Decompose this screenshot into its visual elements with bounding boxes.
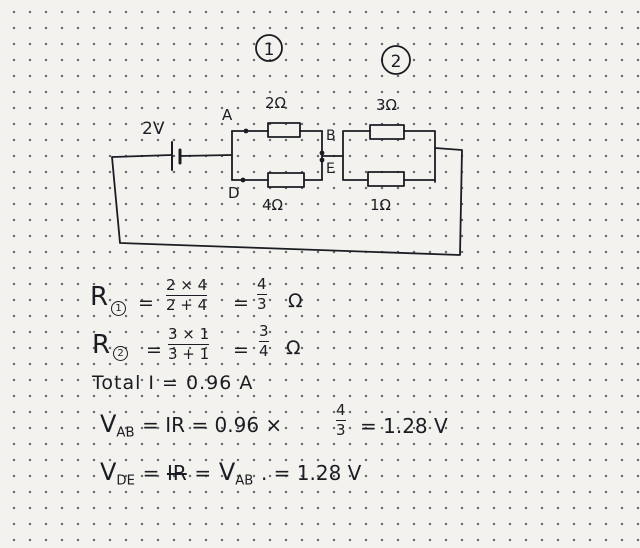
section-label-1: 1 bbox=[264, 40, 275, 60]
battery-wire bbox=[179, 154, 233, 157]
node-e-label: E bbox=[326, 161, 335, 177]
node-a-label: A bbox=[222, 106, 233, 124]
r1-result-numerator: 4 bbox=[257, 275, 267, 293]
node-d-label: D bbox=[228, 184, 240, 202]
node-b-label: B bbox=[326, 128, 336, 144]
vde-line: VDE = IR = VAB . = 1.28 V bbox=[100, 458, 361, 489]
r2-equals-2: = bbox=[233, 339, 249, 361]
vde-v-symbol: V bbox=[218, 458, 236, 486]
vde-equals-2: = bbox=[194, 461, 212, 485]
resistor-2-ohm-label: 2Ω bbox=[265, 94, 286, 112]
vab-line: VAB = IR = 0.96 × bbox=[100, 410, 282, 441]
r1-result-fraction: 4 3 bbox=[257, 276, 267, 312]
r1-fraction: 2 × 4 2 + 4 bbox=[166, 276, 208, 314]
vab-fraction: 4 3 bbox=[336, 402, 346, 438]
node-b-dot bbox=[319, 150, 325, 156]
resistor-4-ohm bbox=[267, 172, 305, 188]
block-2-wires bbox=[342, 130, 436, 183]
node-a-dot bbox=[243, 128, 249, 134]
vab-symbol: V bbox=[100, 410, 117, 438]
vab-subscript: AB bbox=[116, 425, 135, 441]
r1-symbol: R bbox=[90, 282, 109, 312]
r1-equals: = bbox=[138, 292, 154, 314]
r2-result-numerator: 3 bbox=[259, 322, 269, 340]
vde-symbol: V bbox=[100, 458, 117, 486]
resistor-1-ohm bbox=[367, 171, 405, 187]
r1-unit: Ω bbox=[288, 290, 303, 312]
r2-denominator: 3 + 1 bbox=[168, 344, 210, 363]
vab-expression-right: = 1.28 V bbox=[360, 414, 448, 438]
section-label-2: 2 bbox=[391, 52, 402, 72]
r1-equals-2: = bbox=[233, 292, 249, 314]
outer-wire bbox=[111, 147, 463, 256]
r1-numerator: 2 × 4 bbox=[166, 276, 208, 294]
r2-fraction: 3 × 1 3 + 1 bbox=[168, 325, 210, 363]
vde-subscript: DE bbox=[116, 473, 135, 489]
r1-denominator: 2 + 4 bbox=[166, 295, 208, 314]
r2-circled-index: 2 bbox=[113, 346, 128, 361]
r1-circled-index: 1 bbox=[111, 301, 126, 316]
node-d-dot bbox=[240, 177, 246, 183]
vde-v-subscript: AB bbox=[235, 473, 254, 489]
resistor-2-ohm bbox=[267, 122, 301, 138]
vab-fraction-denominator: 3 bbox=[336, 420, 346, 439]
r1-result-denominator: 3 bbox=[257, 294, 267, 313]
section-circle-2 bbox=[381, 45, 411, 75]
battery-label: 2V bbox=[142, 119, 165, 139]
total-current-line: Total I = 0.96 A bbox=[92, 372, 254, 394]
r2-unit: Ω bbox=[286, 337, 301, 359]
vde-struck-term: IR bbox=[166, 461, 187, 485]
resistor-3-ohm bbox=[369, 124, 405, 140]
vab-expression-left: = IR = 0.96 × bbox=[142, 413, 283, 437]
r2-numerator: 3 × 1 bbox=[168, 325, 210, 343]
resistor-3-ohm-label: 3Ω bbox=[376, 96, 397, 114]
vde-result: . = 1.28 V bbox=[260, 461, 362, 485]
resistor-4-ohm-label: 4Ω bbox=[262, 196, 283, 214]
r2-symbol: R bbox=[92, 330, 111, 360]
vde-equals: = bbox=[142, 461, 160, 485]
resistor-1-ohm-label: 1Ω bbox=[370, 196, 391, 214]
node-e-dot bbox=[319, 157, 325, 163]
r2-equals: = bbox=[146, 339, 162, 361]
r2-result-denominator: 4 bbox=[259, 341, 269, 360]
vab-fraction-numerator: 4 bbox=[336, 401, 346, 419]
section-circle-1 bbox=[255, 34, 283, 62]
r2-result-fraction: 3 4 bbox=[259, 323, 269, 359]
